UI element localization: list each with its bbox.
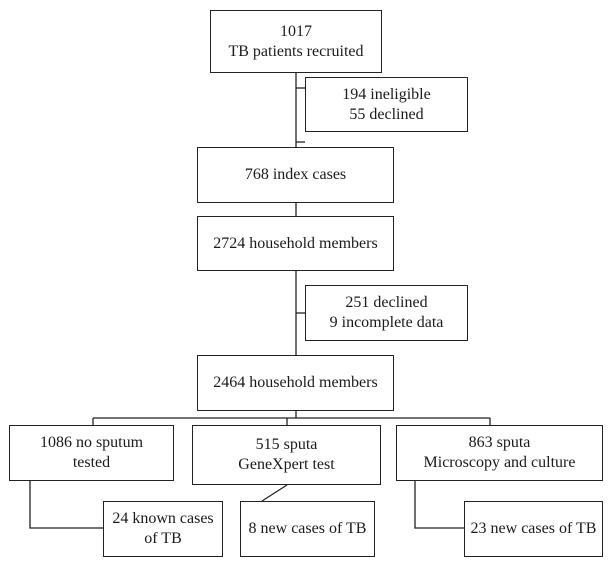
excluded-first-box: 194 ineligible 55 declined bbox=[305, 77, 468, 132]
connector-genexpert-new bbox=[261, 484, 288, 502]
excluded-first-text: 194 ineligible 55 declined bbox=[342, 85, 430, 125]
known-cases-text: 24 known cases of TB bbox=[112, 509, 213, 549]
connector-microscopy-new bbox=[414, 481, 464, 529]
box-text-line: 8 new cases of TB bbox=[248, 520, 367, 537]
no-sputum-box: 1086 no sputum tested bbox=[9, 425, 174, 481]
box-text-line: of TB bbox=[144, 530, 182, 547]
genexpert-new-cases-text: 8 new cases of TB bbox=[249, 519, 367, 539]
household-members-analysed-box: 2464 household members bbox=[197, 355, 394, 411]
box-text-line: 1086 no sputum bbox=[39, 434, 144, 451]
box-text-line: 2464 household members bbox=[213, 374, 378, 391]
index-cases-box: 768 index cases bbox=[197, 147, 394, 203]
recruited-box: 1017 TB patients recruited bbox=[210, 10, 382, 73]
box-text-line: 9 incomplete data bbox=[329, 314, 444, 331]
household-members-analysed-text: 2464 household members bbox=[213, 373, 377, 393]
box-text-line: GeneXpert test bbox=[238, 456, 335, 473]
box-text-line: 194 ineligible bbox=[342, 85, 431, 103]
box-text-line: Microscopy and culture bbox=[423, 454, 576, 471]
box-text-line: 24 known cases bbox=[112, 510, 214, 527]
box-text-line: 55 declined bbox=[349, 105, 424, 123]
known-cases-box: 24 known cases of TB bbox=[103, 501, 223, 557]
box-text-line: 2724 household members bbox=[213, 234, 378, 252]
box-text-line: 515 sputa bbox=[255, 436, 318, 453]
connector-nosputum-known bbox=[29, 481, 103, 529]
box-text-line: 863 sputa bbox=[468, 434, 531, 451]
microscopy-new-cases-box: 23 new cases of TB bbox=[464, 501, 603, 557]
household-members-enrolled-box: 2724 household members bbox=[197, 216, 394, 271]
no-sputum-text: 1086 no sputum tested bbox=[40, 433, 143, 473]
index-cases-text: 768 index cases bbox=[245, 165, 346, 185]
household-members-enrolled-text: 2724 household members bbox=[213, 234, 377, 254]
microscopy-new-cases-text: 23 new cases of TB bbox=[471, 519, 597, 539]
excluded-second-text: 251 declined 9 incomplete data bbox=[330, 293, 444, 333]
genexpert-new-cases-box: 8 new cases of TB bbox=[240, 501, 375, 557]
box-text-line: tested bbox=[72, 454, 111, 471]
box-text-line: TB patients recruited bbox=[228, 42, 364, 60]
box-text-line: 768 index cases bbox=[244, 166, 347, 183]
box-text-line: 1017 bbox=[280, 22, 312, 40]
excluded-second-box: 251 declined 9 incomplete data bbox=[305, 285, 468, 341]
recruited-text: 1017 TB patients recruited bbox=[228, 22, 363, 62]
box-text-line: 23 new cases of TB bbox=[470, 520, 597, 537]
box-text-line: 251 declined bbox=[345, 294, 428, 311]
